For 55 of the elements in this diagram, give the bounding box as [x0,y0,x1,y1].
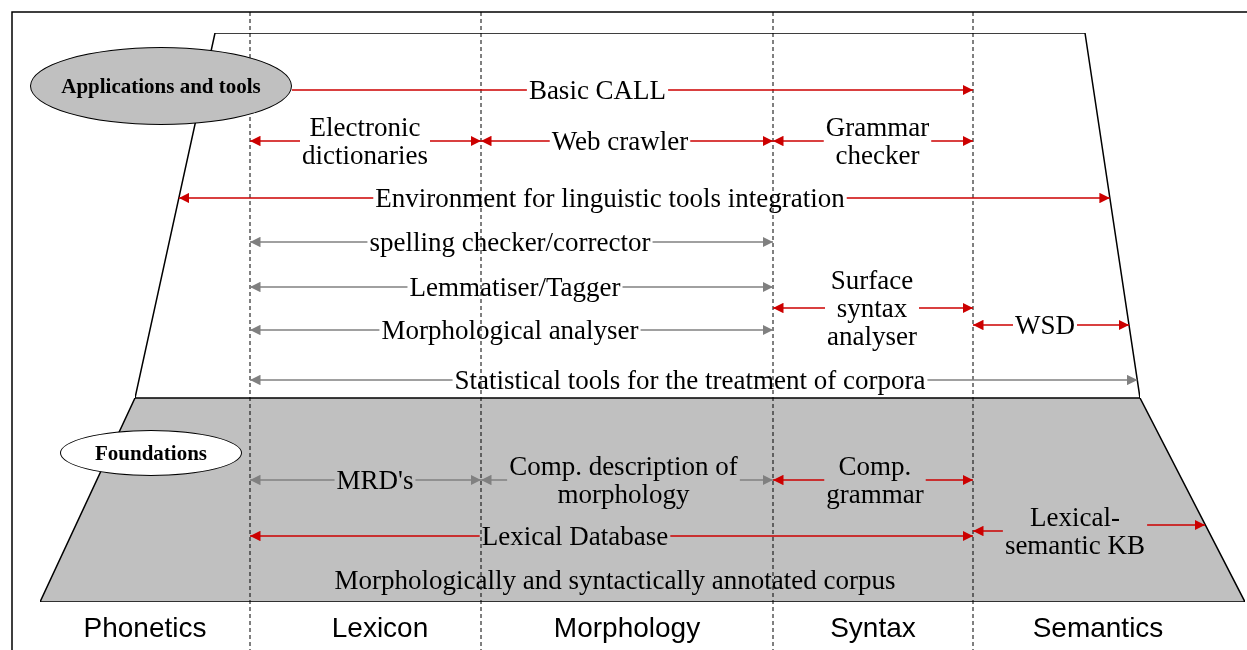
range-arrow [772,135,825,147]
tool-label: WSD [1014,311,1076,339]
range-arrow [429,135,482,147]
layer-ellipse: Applications and tools [30,47,292,125]
range-arrow [739,474,774,486]
range-arrow [178,192,375,204]
range-arrow [689,135,774,147]
range-arrow [414,474,482,486]
column-label: Semantics [1032,612,1164,644]
tool-label: Web crawler [550,127,690,155]
range-arrow [667,84,974,96]
layer-ellipse: Foundations [60,430,242,476]
tool-label: Morphological analyser [380,316,640,344]
range-arrow [772,474,825,486]
range-arrow [249,530,481,542]
range-arrow [772,302,826,314]
range-arrow [972,525,1004,537]
tool-label: Surface syntax analyser [826,266,918,350]
tool-label: Morphologically and syntactically annotated corpus [333,566,897,594]
column-label: Morphology [553,612,701,644]
range-arrow [639,324,774,336]
range-arrow [249,324,381,336]
range-arrow [918,302,974,314]
range-arrow [972,319,1014,331]
range-arrow [249,281,409,293]
range-arrow [924,474,974,486]
tool-label: Environment for linguistic tools integration [374,184,846,212]
range-arrow [621,281,774,293]
column-label: Syntax [830,612,916,644]
tool-label: Basic CALL [527,76,668,104]
column-label: Phonetics [83,612,207,644]
range-arrow [669,530,974,542]
range-arrow [845,192,1111,204]
range-arrow [249,236,369,248]
tool-label: Statistical tools for the treatment of corpora [453,366,927,394]
tool-label: spelling checker/corrector [368,228,652,256]
range-arrow [480,135,551,147]
tool-label: Comp. grammar [825,452,925,508]
range-arrow [1076,319,1130,331]
range-arrow [249,474,336,486]
range-arrow [480,474,508,486]
tool-label: Lemmatiser/Tagger [408,273,622,301]
range-arrow [249,135,301,147]
tool-label: Electronic dictionaries [301,113,429,169]
tool-label: Lexical-semantic KB [1003,503,1147,559]
tool-label: MRD's [335,466,415,494]
range-arrow [926,374,1139,386]
column-label: Lexicon [331,612,429,644]
range-arrow [930,135,974,147]
tool-label: Comp. description of morphology [508,452,739,508]
tool-label: Lexical Database [480,522,670,550]
range-arrow [249,374,454,386]
tool-label: Grammar checker [824,113,931,169]
range-arrow [651,236,774,248]
range-arrow [1146,519,1206,531]
